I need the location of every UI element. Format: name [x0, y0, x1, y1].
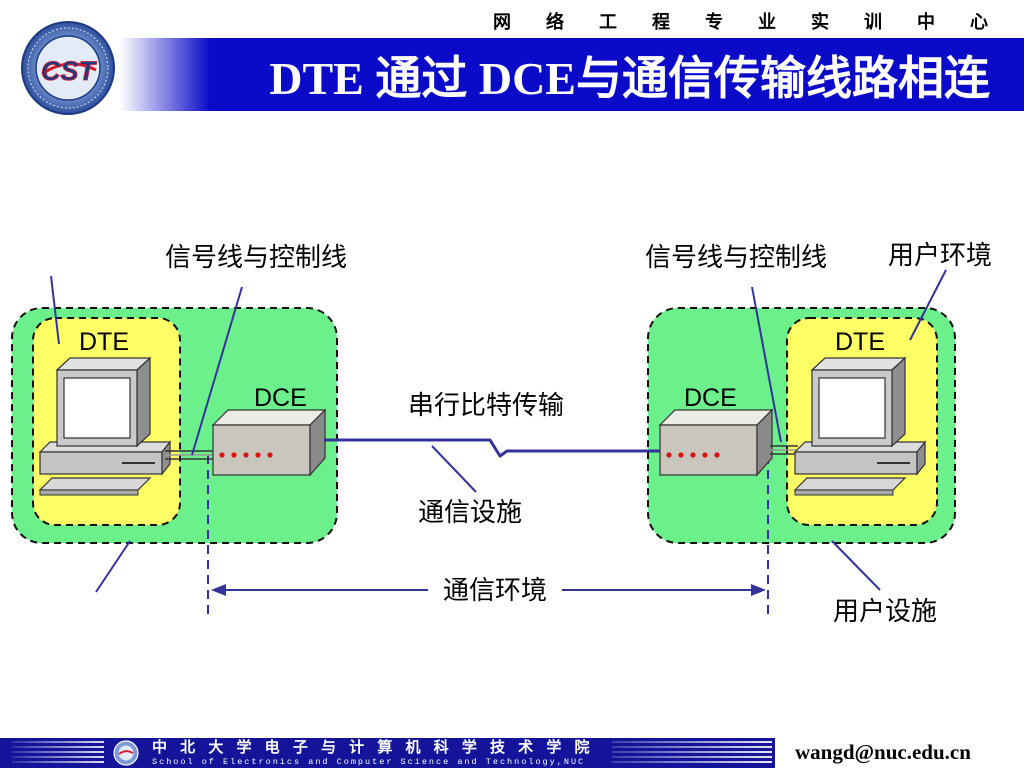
monitor-side — [891, 356, 906, 448]
serial-transmission-label: 串行比特传输 — [408, 390, 564, 420]
user-environment-label: 用户环境 — [888, 240, 992, 270]
modem-front — [212, 424, 311, 476]
status-light — [243, 452, 249, 458]
footer-logo-icon — [113, 740, 139, 766]
right-dce-label: DCE — [684, 384, 737, 412]
computer-icon — [38, 356, 172, 496]
school-name-chinese: 中 北 大 学 电 子 与 计 算 机 科 学 技 术 学 院 — [152, 739, 590, 756]
modem-side — [309, 408, 326, 477]
keyboard-top — [38, 477, 152, 491]
status-light — [666, 452, 672, 458]
right-dte-label: DTE — [835, 328, 885, 356]
logo-swoosh — [41, 62, 97, 76]
left-dce-label: DCE — [254, 384, 307, 412]
author-email: wangd@nuc.edu.cn — [795, 740, 971, 764]
slide-title: DTE 通过 DCE与通信传输线路相连 — [269, 53, 990, 104]
status-light — [219, 452, 225, 458]
monitor-screen — [63, 377, 131, 439]
status-light — [255, 452, 261, 458]
left-user-facility-callout-line — [95, 540, 131, 593]
footer-logo-disc — [118, 745, 134, 761]
monitor-side — [136, 356, 151, 448]
left-dte-label: DTE — [79, 328, 129, 356]
school-name-english: School of Electronics and Computer Scien… — [152, 757, 586, 767]
school-logo-icon: CST — [21, 21, 115, 115]
footer-logo-swoosh — [118, 750, 134, 755]
user-environment-callout-line — [909, 269, 947, 341]
left-user-environment-callout-line — [50, 275, 60, 345]
modem-icon — [211, 408, 327, 477]
user-facility-label: 用户设施 — [833, 596, 937, 626]
right-signal-label: 信号线与控制线 — [645, 242, 827, 272]
keyboard-top — [793, 477, 907, 491]
right-interface-cable — [770, 445, 798, 455]
keyboard-front — [794, 489, 894, 496]
computer-icon — [793, 356, 927, 496]
system-unit-side — [916, 440, 926, 476]
keyboard-front — [39, 489, 139, 496]
left-signal-label: 信号线与控制线 — [165, 242, 347, 272]
modem-top — [211, 409, 327, 426]
status-light — [678, 452, 684, 458]
modem-top — [658, 409, 774, 426]
comm-environment-arrow — [211, 584, 766, 596]
status-light — [267, 452, 273, 458]
arrowhead-left — [211, 584, 226, 596]
status-light — [714, 452, 720, 458]
user-facility-callout-line — [831, 540, 881, 591]
comm-facility-callout-line — [431, 445, 477, 493]
system-unit-side — [161, 440, 171, 476]
left-signal-callout-line — [191, 286, 243, 456]
footer-stripes-left — [12, 741, 104, 766]
monitor-top — [810, 357, 907, 371]
modem-side — [756, 408, 773, 477]
logo-inner-disc — [35, 35, 101, 101]
comm-facility-label: 通信设施 — [418, 497, 522, 527]
title-bar — [120, 38, 1024, 111]
arrowhead-right — [751, 584, 766, 596]
modem-front — [659, 424, 758, 476]
comm-environment-label: 通信环境 — [443, 575, 547, 605]
logo-mark: CST — [41, 56, 98, 86]
monitor-screen — [818, 377, 886, 439]
status-light — [231, 452, 237, 458]
footer-stripes-right — [612, 741, 772, 766]
monitor-top — [55, 357, 152, 371]
modem-icon — [658, 408, 774, 477]
logo-text-ring — [27, 27, 109, 109]
status-light — [702, 452, 708, 458]
left-interface-cable — [165, 450, 213, 460]
status-light — [690, 452, 696, 458]
right-signal-callout-line — [751, 286, 782, 443]
serial-transmission-line — [324, 438, 660, 458]
training-center-name: 网 络 工 程 专 业 实 训 中 心 — [492, 12, 988, 32]
